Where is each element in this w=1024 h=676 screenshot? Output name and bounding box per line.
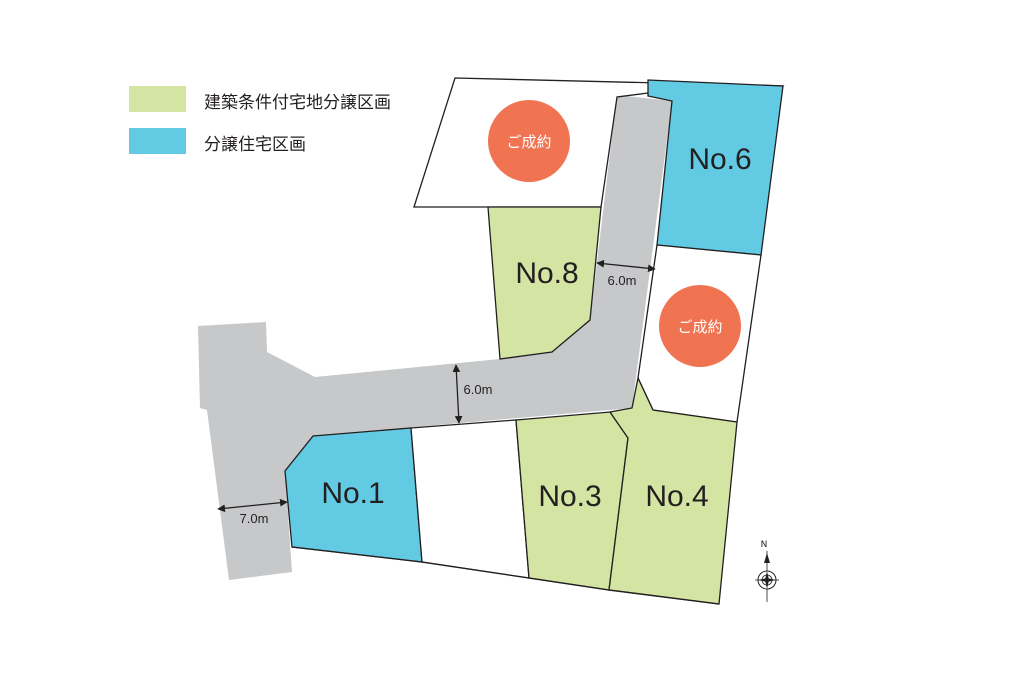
sold-label-right: ご成約 <box>677 318 722 336</box>
lot-label-no3: No.3 <box>538 480 601 513</box>
south-boundary-line <box>291 546 720 605</box>
sold-label-top: ご成約 <box>506 133 551 151</box>
lot-label-no8: No.8 <box>515 257 578 290</box>
road-area <box>198 95 672 580</box>
lot-no4 <box>608 375 738 605</box>
dimension-arrow-upper-road <box>596 259 656 273</box>
legend-swatch-house <box>129 128 186 154</box>
lot-label-no6: No.6 <box>688 143 751 176</box>
dimension-arrow-main-road <box>452 364 463 424</box>
legend-label-house: 分譲住宅区画 <box>204 135 306 155</box>
legend-swatch-conditional <box>129 86 186 112</box>
compass-rose-icon: N <box>755 540 779 602</box>
lot-no8 <box>487 206 602 360</box>
lot-label-no1: No.1 <box>321 477 384 510</box>
dimension-label-main-road: 6.0m <box>464 382 493 397</box>
lot-label-no4: No.4 <box>645 480 708 513</box>
sold-badge-top <box>488 100 570 182</box>
legend-label-conditional: 建築条件付宅地分譲区画 <box>204 93 391 113</box>
compass-north-label: N <box>761 540 768 550</box>
lot-white-middle <box>410 419 530 579</box>
dimension-label-entrance-road: 7.0m <box>240 511 269 526</box>
dimension-arrow-entrance-road <box>217 498 288 513</box>
sold-badge-right <box>659 285 741 367</box>
dimension-label-upper-road: 6.0m <box>608 273 637 288</box>
